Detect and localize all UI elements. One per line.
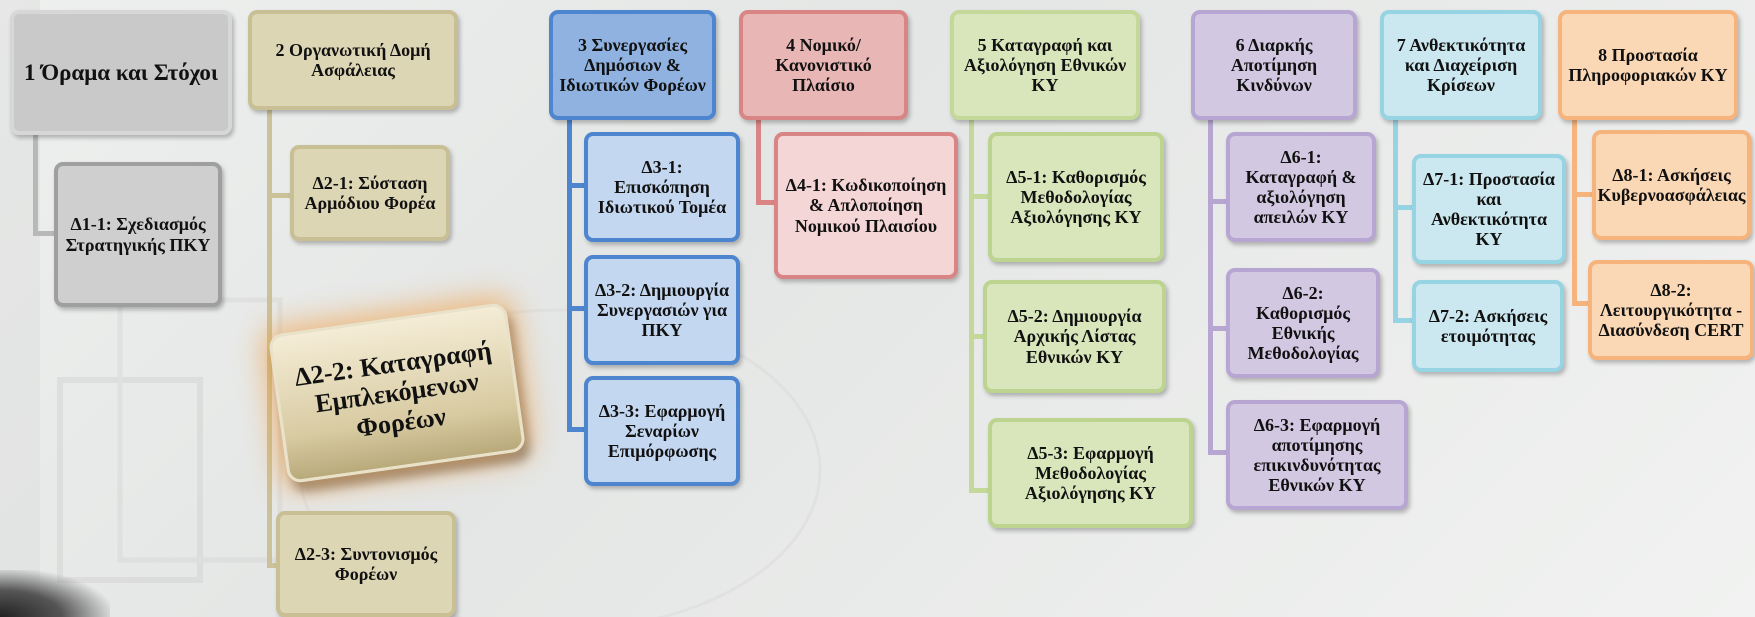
column-1-item-1: Δ1-1: Σχεδιασμός Στρατηγικής ΠΚΥ <box>54 162 222 307</box>
column-2-item-1: Δ2-1: Σύσταση Αρμόδιου Φορέα <box>290 145 450 241</box>
connector-column-8 <box>1572 116 1577 306</box>
connector-column-7-branch-1 <box>1393 205 1413 210</box>
column-4-item-1: Δ4-1: Κωδικοποίηση & Απλοποίηση Νομικού … <box>774 132 958 279</box>
corner-shadow <box>0 570 110 617</box>
column-3-header: 3 Συνεργασίες Δημόσιων & Ιδιωτικών Φορέω… <box>549 10 716 120</box>
connector-column-6-branch-1 <box>1208 199 1228 204</box>
column-7-item-2: Δ7-2: Ασκήσεις ετοιμότητας <box>1412 280 1564 372</box>
connector-column-5 <box>969 116 974 493</box>
column-3-item-2: Δ3-2: Δημιουργία Συνεργασιών για ΠΚΥ <box>584 255 740 365</box>
connector-column-5-branch-1 <box>969 194 989 199</box>
column-6-item-2: Δ6-2: Καθορισμός Εθνικής Μεθοδολογίας <box>1226 268 1380 378</box>
connector-column-1-branch <box>33 231 55 236</box>
column-3-item-3: Δ3-3: Εφαρμογή Σεναρίων Επιμόρφωσης <box>584 376 740 486</box>
column-8-item-1: Δ8-1: Ασκήσεις Κυβερνοασφάλειας <box>1592 130 1751 240</box>
column-7-header: 7 Ανθεκτικότητα και Διαχείριση Κρίσεων <box>1380 10 1542 120</box>
connector-column-2-branch-1 <box>267 193 291 198</box>
connector-column-5-branch-3 <box>969 488 989 493</box>
column-5-item-2: Δ5-2: Δημιουργία Αρχικής Λίστας Εθνικών … <box>983 280 1166 393</box>
connector-column-6-branch-3 <box>1208 450 1228 455</box>
column-4-header: 4 Νομικό/ Κανονιστικό Πλαίσιο <box>739 10 908 120</box>
connector-column-6-branch-2 <box>1208 326 1228 331</box>
connector-column-2 <box>267 108 272 568</box>
connector-column-8-branch-1 <box>1572 192 1594 197</box>
column-6-item-3: Δ6-3: Εφαρμογή αποτίμησης επικινδυνότητα… <box>1226 400 1408 510</box>
connector-column-4 <box>756 116 761 205</box>
column-8-item-2: Δ8-2: Λειτουργικότητα - Διασύνδεση CERT <box>1588 260 1754 360</box>
connector-column-5-branch-2 <box>969 334 989 339</box>
column-6-header: 6 Διαρκής Αποτίμηση Κινδύνων <box>1191 10 1357 120</box>
column-5-header: 5 Καταγραφή και Αξιολόγηση Εθνικών ΚΥ <box>950 10 1140 120</box>
column-2-header: 2 Οργανωτική Δομή Ασφάλειας <box>248 10 458 110</box>
connector-column-6 <box>1208 116 1213 455</box>
connector-column-4-branch <box>756 200 776 205</box>
column-2-item-3: Δ2-3: Συντονισμός Φορέων <box>276 511 456 617</box>
column-3-item-1: Δ3-1: Επισκόπηση Ιδιωτικού Τομέα <box>584 132 740 242</box>
column-5-item-3: Δ5-3: Εφαρμογή Μεθοδολογίας Αξιολόγησης … <box>988 418 1193 528</box>
column-6-item-1: Δ6-1: Καταγραφή & αξιολόγηση απειλών ΚΥ <box>1226 132 1376 242</box>
column-7-item-1: Δ7-1: Προστασία και Ανθεκτικότητα ΚΥ <box>1412 154 1566 264</box>
connector-column-2-branch-3 <box>267 563 277 568</box>
column-5-item-1: Δ5-1: Καθορισμός Μεθοδολογίας Αξιολόγηση… <box>988 132 1164 262</box>
connector-column-3 <box>567 116 572 432</box>
connector-column-3-branch-3 <box>567 427 585 432</box>
column-1-header: 1 Όραμα και Στόχοι <box>10 10 232 135</box>
column-2-item-2-highlighted: Δ2-2: Καταγραφή Εμπλεκόμενων Φορέων <box>267 302 527 484</box>
connector-column-3-branch-1 <box>567 183 585 188</box>
column-8-header: 8 Προστασία Πληροφοριακών ΚΥ <box>1558 10 1738 120</box>
connector-column-7-branch-2 <box>1393 318 1413 323</box>
connector-column-3-branch-2 <box>567 306 585 311</box>
connector-column-8-branch-2 <box>1572 301 1588 306</box>
connector-column-7 <box>1393 116 1398 323</box>
connector-column-1 <box>33 128 38 236</box>
